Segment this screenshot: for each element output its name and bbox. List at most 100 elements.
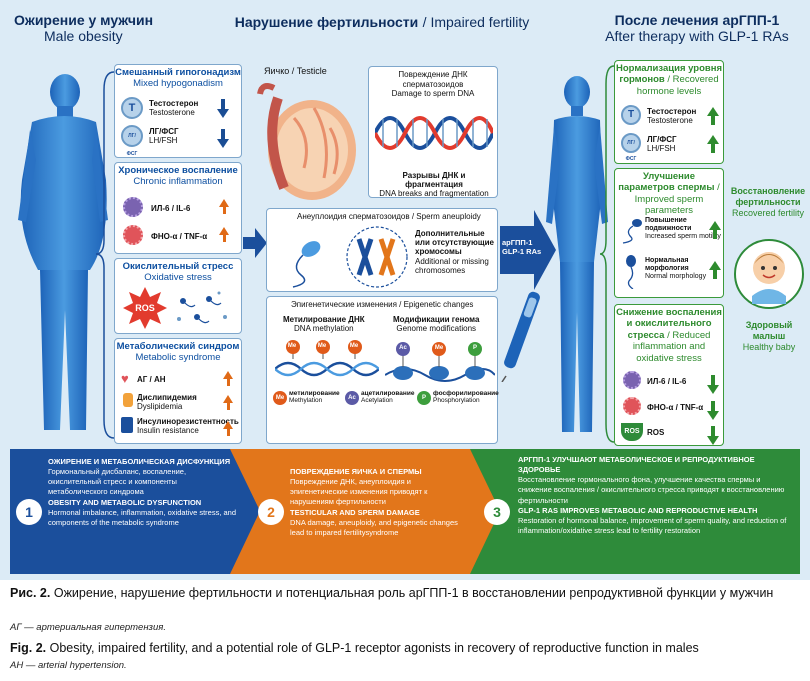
dna-damage-title-en: Damage to sperm DNA [391, 89, 475, 99]
dyslipidemia-label: Дислипидемия Dyslipidemia [137, 393, 197, 412]
morphology-label: Нормальная морфология Normal morphology [645, 257, 707, 281]
acetylation-legend-icon: Ac [345, 391, 359, 405]
right-lh-fsh-label: ЛГ/ФСГ LH/FSH [647, 135, 677, 154]
inflammation-title-ru: Хроническое воспаление [118, 165, 238, 176]
phosphorylation-legend-label: фосфорилирование Phosphorylation [433, 390, 499, 405]
right-title-ru: После лечения арГПП-1 [614, 12, 780, 28]
p-badge: P [472, 345, 477, 351]
right-ros-icon: ROS [621, 423, 643, 441]
testosterone-down-arrow-icon [217, 99, 229, 118]
arrow-left-to-middle-icon [243, 228, 267, 258]
lh-fsh-down-arrow-icon [217, 129, 229, 148]
me-badge-3: Me [349, 343, 359, 349]
dna-damage-title-ru: Повреждение ДНК сперматозоидов [398, 70, 468, 89]
metabolic-box: Метаболический синдром Metabolic syndrom… [114, 338, 242, 444]
banner-1-text: ОЖИРЕНИЕ И МЕТАБОЛИЧЕСКАЯ ДИСФУНКЦИЯ Гор… [48, 457, 237, 527]
right-title-en: After therapy with GLP-1 RAs [605, 28, 789, 45]
methylation-label: Метилирование ДНК DNA methylation [283, 315, 365, 334]
dna-damage-header: Повреждение ДНК сперматозоидов Damage to… [369, 70, 497, 99]
right-bracket [600, 65, 615, 443]
middle-title: Нарушение фертильности / Impaired fertil… [232, 14, 532, 32]
dna-damage-box: Повреждение ДНК сперматозоидов Damage to… [368, 66, 498, 198]
tnf-label: ФНО-α / TNF-α [151, 232, 208, 241]
recovered-hormones-header: Нормализация уровня гормонов / Recovered… [615, 63, 723, 97]
ag-ah-label: АГ / АН [137, 375, 166, 384]
baby-illustration [734, 239, 804, 309]
caption-en-note: AH — arterial hypertension. [10, 660, 127, 671]
right-testosterone-label: Тестостерон Testosterone [647, 107, 697, 126]
right-tnf-label: ФНО-α / TNF-α [647, 403, 704, 412]
phosphorylation-legend-icon: P [417, 391, 431, 405]
fit-man-illustration [546, 76, 608, 432]
reduced-inflammation-ru: Снижение воспаления и окислительного стр… [616, 307, 722, 341]
aneuploidy-desc: Дополнительные или отсутствующие хромосо… [415, 229, 494, 275]
hypogonadism-title-en: Mixed hypogonadism [133, 78, 223, 90]
hypogonadism-box: Смешанный гипогонадизм Mixed hypogonadis… [114, 64, 242, 158]
epigenetic-box: Эпигенетические изменения / Epigenetic c… [266, 296, 499, 444]
left-title: Ожирение у мужчин Male obesity [14, 12, 154, 44]
sperm-cells-icon [177, 291, 227, 324]
me-badge-2: Me [317, 343, 327, 349]
tnf-up-arrow-icon [219, 227, 229, 242]
banner-2: 2 ПОВРЕЖДЕНИЕ ЯИЧКА И СПЕРМЫ Повреждение… [254, 449, 474, 574]
dna-breaks-label: Разрывы ДНК и фрагментация DNA breaks an… [379, 171, 489, 199]
right-tnf-down-arrow-icon [707, 401, 719, 420]
oxidative-title-en: Oxidative stress [144, 272, 212, 284]
improved-sperm-header: Улучшение параметров спермы / Improved s… [615, 171, 723, 217]
inflammation-header: Хроническое воспаление Chronic inflammat… [115, 165, 241, 188]
ag-up-arrow-icon [223, 371, 233, 386]
il6-up-arrow-icon [219, 199, 229, 214]
lipid-icon [123, 393, 133, 407]
inflammation-box: Хроническое воспаление Chronic inflammat… [114, 162, 242, 254]
testosterone-icon: T [121, 97, 143, 119]
recovered-hormones-box: Нормализация уровня гормонов / Recovered… [614, 60, 724, 164]
aneuploidy-title: Анеуплоидия сперматозоидов / Sperm aneup… [297, 212, 481, 221]
oxidative-box: Окислительный стресс Oxidative stress RO… [114, 258, 242, 334]
drug-label: арГПП-1 GLP-1 RAs [502, 238, 542, 256]
oxidative-header: Окислительный стресс Oxidative stress [115, 261, 241, 284]
reduced-inflammation-box: Снижение воспаления и окислительного стр… [614, 304, 724, 446]
right-ros-down-arrow-icon [707, 426, 719, 445]
left-title-en: Male obesity [44, 28, 123, 45]
obese-man-illustration [18, 74, 108, 430]
reduced-inflammation-en: / Reduced inflammation and oxidative str… [632, 329, 711, 364]
inflammation-title-en: Chronic inflammation [133, 176, 223, 188]
testicle-illustration [257, 83, 356, 200]
left-title-ru: Ожирение у мужчин [14, 12, 154, 28]
il6-cell-icon [123, 197, 143, 217]
hypogonadism-title-ru: Смешанный гипогонадизм [115, 67, 241, 78]
lh-fsh-icon: ЛГ/ФСГ [121, 125, 143, 157]
banner-2-text: ПОВРЕЖДЕНИЕ ЯИЧКА И СПЕРМЫ Повреждение Д… [290, 467, 458, 537]
ros-burst-icon [123, 287, 167, 329]
right-tnf-cell-icon [623, 397, 641, 415]
hypogonadism-header: Смешанный гипогонадизм Mixed hypogonadis… [115, 67, 241, 90]
banner-1: 1 ОЖИРЕНИЕ И МЕТАБОЛИЧЕСКАЯ ДИСФУНКЦИЯ Г… [10, 449, 236, 574]
acetylation-legend-label: ацетилирование Acetylation [361, 390, 415, 405]
healthy-baby-label: Здоровый малыш Healthy baby [742, 320, 796, 352]
injection-pen-icon [501, 291, 540, 382]
banner-3-text: АРГПП-1 УЛУЧШАЮТ МЕТАБОЛИЧЕСКОЕ И РЕПРОД… [518, 455, 787, 535]
epigenetic-title: Эпигенетические изменения / Epigenetic c… [291, 300, 474, 309]
insulin-up-arrow-icon [223, 421, 233, 436]
metabolic-title-en: Metabolic syndrome [135, 352, 221, 364]
right-il6-label: ИЛ-6 / IL-6 [647, 377, 687, 386]
me-badge-4: Me [434, 345, 444, 351]
reduced-inflammation-header: Снижение воспаления и окислительного стр… [615, 307, 723, 364]
motility-up-arrow-icon [709, 221, 721, 239]
recovered-hormones-en: / Recovered hormone levels [636, 74, 719, 97]
dna-helix-icon [375, 116, 493, 150]
right-il6-cell-icon [623, 371, 641, 389]
il6-label: ИЛ-6 / IL-6 [151, 204, 191, 213]
heart-pulse-icon: ♥ [121, 371, 129, 386]
banner-1-number: 1 [16, 499, 42, 525]
histone-modif-icon [385, 342, 495, 382]
banner-2-number: 2 [258, 499, 284, 525]
metabolic-title-ru: Метаболический синдром [116, 341, 240, 352]
right-testosterone-up-arrow-icon [707, 107, 719, 125]
normal-sperm-icon [626, 255, 636, 289]
improved-sperm-ru: Улучшение параметров спермы [618, 171, 715, 194]
caption-ru-note: АГ — артериальная гипертензия. [10, 622, 166, 633]
middle-title-ru: Нарушение фертильности [234, 14, 419, 30]
drug-arrow-icon [500, 210, 556, 290]
improved-sperm-en: / Improved sperm parameters [634, 182, 720, 217]
